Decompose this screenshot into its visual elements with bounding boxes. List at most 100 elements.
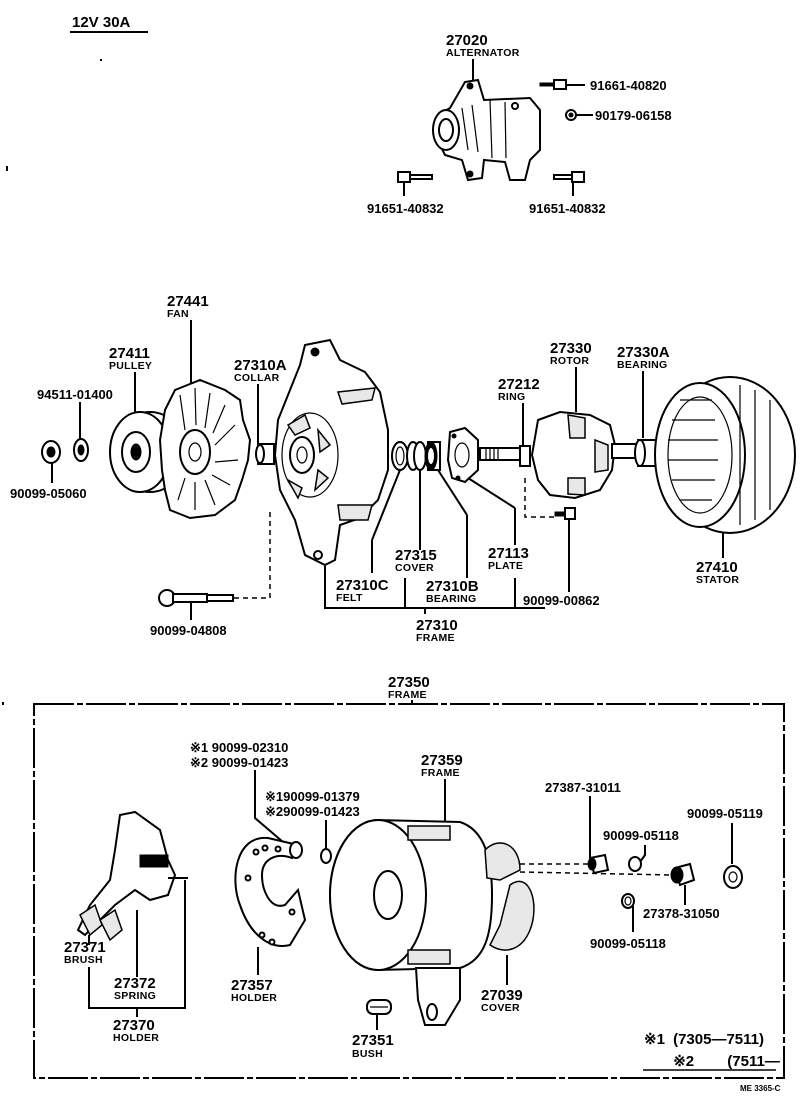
part-name-fan: FAN	[167, 308, 189, 320]
part-number-27359: 27359	[421, 752, 463, 769]
washer-frame-screw[interactable]	[320, 848, 332, 864]
plate-27113[interactable]	[446, 426, 479, 484]
part-name-inner-frame: FRAME	[421, 767, 460, 779]
alternator-assembly[interactable]: 27020 ALTERNATOR	[432, 32, 541, 182]
part-name-pulley: PULLEY	[109, 360, 152, 372]
note-2-range: (7511— )	[727, 1053, 800, 1070]
part-number-27113: 27113	[488, 545, 529, 562]
fan-27441[interactable]: 27441 FAN	[158, 293, 252, 520]
part-number-27372: 27372	[114, 975, 156, 992]
part-number-27039: 27039	[481, 987, 523, 1004]
nut-90099-05118-upper[interactable]: 90099-05118	[603, 828, 679, 872]
part-name-bearing: BEARING	[426, 593, 477, 605]
part-name-rotor: ROTOR	[550, 355, 589, 367]
part-name-cover: COVER	[395, 562, 434, 574]
note-1-mark: ※1	[644, 1031, 665, 1048]
holder-27357-label: 27357 HOLDER	[231, 977, 277, 1004]
bolt-90099-04808[interactable]: 90099-04808	[150, 589, 234, 638]
bolt-91651-40832-left[interactable]: 91651-40832	[367, 171, 444, 216]
part-number-90099-00862: 90099-00862	[523, 593, 600, 608]
note-2: ※2 (7511— )	[644, 1053, 800, 1070]
holder-27370-label: 27370 HOLDER	[113, 1017, 159, 1044]
rear-frame-27359[interactable]	[329, 818, 494, 1026]
part-number-holder-screw-2: ※2 90099-01423	[190, 755, 288, 770]
washer-94511-01400[interactable]: 94511-01400	[37, 387, 113, 462]
part-name-plate: PLATE	[488, 560, 523, 572]
bolt-91661-40820[interactable]: 91661-40820	[539, 78, 667, 93]
part-number-27310: 27310	[416, 617, 458, 634]
part-number-27378-31050: 27378-31050	[643, 906, 720, 921]
rectifier-holder-27357[interactable]	[234, 836, 307, 947]
speck	[6, 166, 8, 171]
part-name-bearing-rotor: BEARING	[617, 359, 668, 371]
part-name-alternator: ALTERNATOR	[446, 47, 520, 59]
guide-line-through-bolt	[233, 512, 271, 599]
part-number-27351: 27351	[352, 1032, 394, 1049]
note-1-range: (7305—7511)	[673, 1031, 764, 1048]
frame-27310-bracket	[324, 566, 545, 609]
part-name-rectifier-holder: HOLDER	[231, 992, 277, 1004]
part-name-spring: SPRING	[114, 990, 156, 1002]
rotor-27330[interactable]: 27330 ROTOR	[479, 340, 643, 500]
serial-notes: ※1 (7305—7511) ※2 (7511— )	[643, 1031, 800, 1071]
collar-27310A[interactable]: 27310A COLLAR	[234, 357, 287, 465]
part-name-bush: BUSH	[352, 1048, 383, 1060]
part-name-ring: RING	[498, 391, 525, 403]
cover-ring[interactable]	[406, 441, 427, 471]
part-name-frame-27350: FRAME	[388, 689, 427, 701]
frame-27310-housing[interactable]	[273, 338, 389, 567]
screw-holder-label: ※1 90099-02310 ※2 90099-01423	[190, 740, 288, 770]
frame-27350-label: 27350 FRAME	[388, 674, 430, 701]
part-number-27020: 27020	[446, 32, 488, 49]
part-number-90099-05060: 90099-05060	[10, 486, 87, 501]
bush-27351[interactable]: 27351 BUSH	[352, 999, 394, 1060]
part-number-27310B: 27310B	[426, 578, 479, 595]
note-2-mark: ※2	[673, 1053, 694, 1070]
part-number-27310C: 27310C	[336, 577, 389, 594]
felt-ring[interactable]	[391, 441, 409, 471]
cover-27315-label: 27315 COVER	[395, 547, 437, 574]
part-number-27371: 27371	[64, 939, 106, 956]
brush-holder-27370[interactable]	[76, 810, 188, 942]
part-name-collar: COLLAR	[234, 372, 280, 384]
part-number-27315: 27315	[395, 547, 437, 564]
bearing-27310B-label: 27310B BEARING	[426, 578, 479, 605]
bush-27378-31050[interactable]: 27378-31050	[643, 862, 720, 921]
nut-90099-05060[interactable]: 90099-05060	[10, 440, 87, 501]
part-number-27410: 27410	[696, 559, 738, 576]
felt-27310C-label: 27310C FELT	[336, 577, 389, 604]
part-number-90099-05118-lower: 90099-05118	[590, 936, 666, 951]
part-number-27310A: 27310A	[234, 357, 287, 374]
bearing-27330A[interactable]: 27330A BEARING	[617, 344, 670, 467]
part-number-27411: 27411	[109, 345, 150, 362]
part-name-rear-cover: COVER	[481, 1002, 520, 1014]
part-number-91651-40832-right: 91651-40832	[529, 201, 606, 216]
plate-27113-label: 27113 PLATE	[488, 545, 529, 572]
rectifier-cover-27039[interactable]	[484, 842, 535, 951]
part-name-frame-27310: FRAME	[416, 632, 455, 644]
rear-assembly-boundary	[33, 703, 785, 1079]
part-number-27350: 27350	[388, 674, 430, 691]
brush-27371-label: 27371 BRUSH	[64, 939, 106, 966]
part-name-brush: BRUSH	[64, 954, 103, 966]
washer-90179-06158[interactable]: 90179-06158	[565, 108, 672, 123]
part-number-27357: 27357	[231, 977, 273, 994]
part-number-90099-04808: 90099-04808	[150, 623, 227, 638]
speck	[2, 702, 4, 705]
bearing-front[interactable]	[424, 441, 441, 471]
nut-90099-05118-lower[interactable]: 90099-05118	[590, 893, 666, 951]
part-number-frame-screw-2: ※290099-01423	[265, 804, 360, 819]
note-1: ※1 (7305—7511)	[644, 1031, 764, 1048]
inner-frame-27359-label: 27359 FRAME	[421, 752, 463, 779]
part-name-felt: FELT	[336, 592, 363, 604]
screw-90099-00862[interactable]: 90099-00862	[523, 507, 600, 608]
insulator-27387-31011[interactable]: 27387-31011	[545, 780, 621, 875]
stator-27410[interactable]: 27410 STATOR	[654, 376, 796, 586]
bolt-91651-40832-right[interactable]: 91651-40832	[529, 171, 606, 216]
ring-27212[interactable]: 27212 RING	[498, 376, 540, 467]
part-number-27387-31011: 27387-31011	[545, 780, 621, 795]
nut-90099-05119[interactable]: 90099-05119	[687, 806, 763, 889]
spring-27372-label: 27372 SPRING	[114, 975, 156, 1002]
part-number-90099-05119: 90099-05119	[687, 806, 763, 821]
